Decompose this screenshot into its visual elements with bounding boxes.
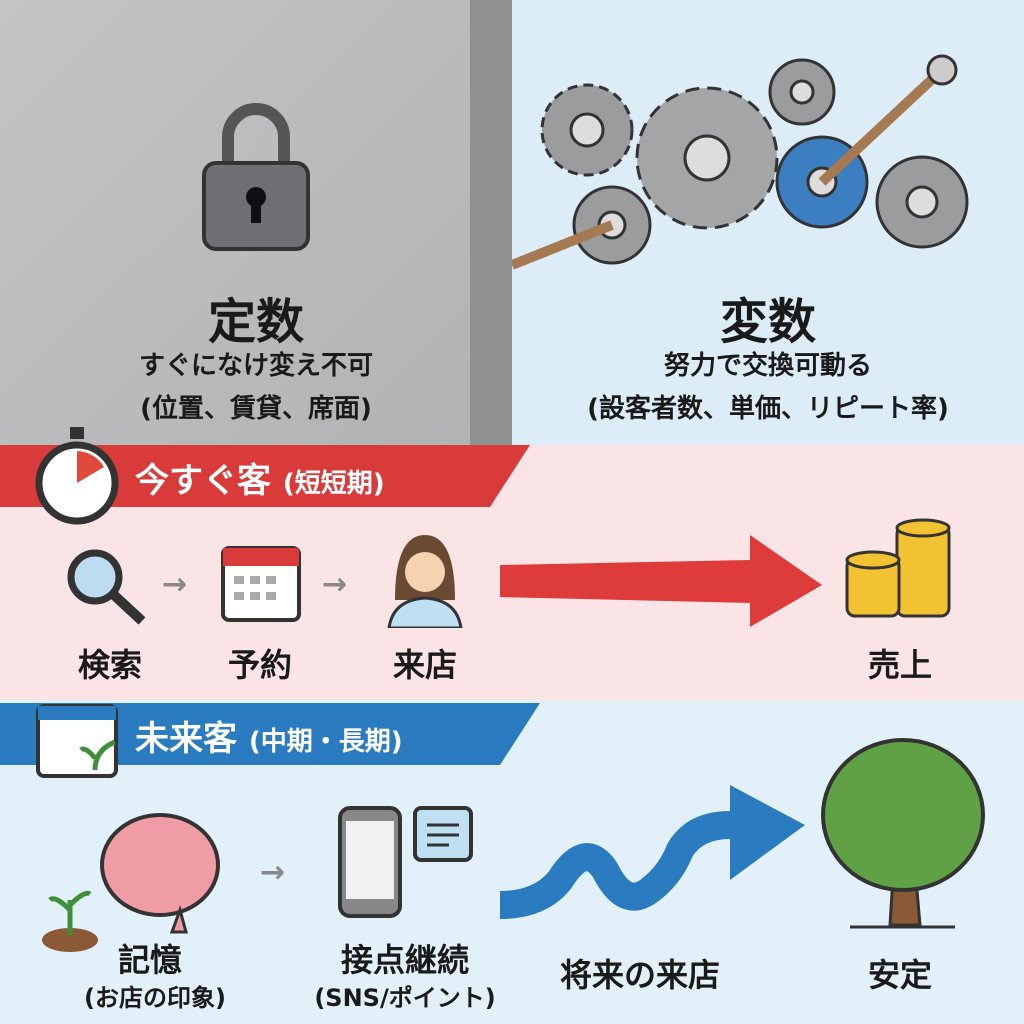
variable-examples: (設客者数、単価、リピート率) (587, 394, 949, 424)
arrow-icon: → (260, 855, 286, 890)
search-icon (67, 549, 146, 625)
short-term-title: 今すぐ客 (135, 461, 271, 501)
constant-title: 定数 (207, 294, 304, 350)
stopwatch-icon (35, 427, 119, 525)
step-memory-sub: (お店の印象) (84, 984, 226, 1012)
result-sales: 売上 (867, 646, 932, 684)
step-visit: 来店 (392, 646, 457, 684)
arrow-icon: → (162, 567, 188, 602)
variable-title: 変数 (719, 294, 816, 350)
calendar-icon (221, 546, 301, 622)
arrow-icon: → (322, 567, 348, 602)
constant-examples: (位置、賃貸、席面) (140, 394, 372, 424)
step-contact: 接点継続 (340, 941, 469, 979)
gears-icon (512, 54, 969, 270)
phone-chat-icon (338, 806, 473, 918)
short-term-period: (短短期) (282, 469, 385, 499)
future-visit-label: 将来の来店 (559, 956, 720, 994)
padlock-icon (202, 103, 310, 251)
long-term-period: (中期・長期) (248, 727, 403, 757)
result-stable: 安定 (867, 956, 932, 994)
tree-icon (821, 738, 985, 929)
calendar-sprout-icon (36, 704, 118, 778)
coins-icon (845, 518, 951, 618)
variable-desc: 努力で交換可動る (663, 351, 872, 381)
step-contact-sub: (SNS/ポイント) (314, 984, 496, 1012)
wavy-arrow-icon (500, 785, 805, 919)
step-reserve: 予約 (227, 646, 292, 684)
step-search: 検索 (77, 646, 142, 684)
pillar-divider (470, 0, 512, 445)
red-arrow-icon (500, 535, 822, 627)
long-term-title: 未来客 (135, 719, 237, 759)
brain-memory-icon (42, 813, 220, 952)
step-memory: 記憶 (117, 941, 182, 979)
constant-desc: すぐになけ変え不可 (138, 351, 373, 381)
customer-icon (387, 535, 463, 628)
